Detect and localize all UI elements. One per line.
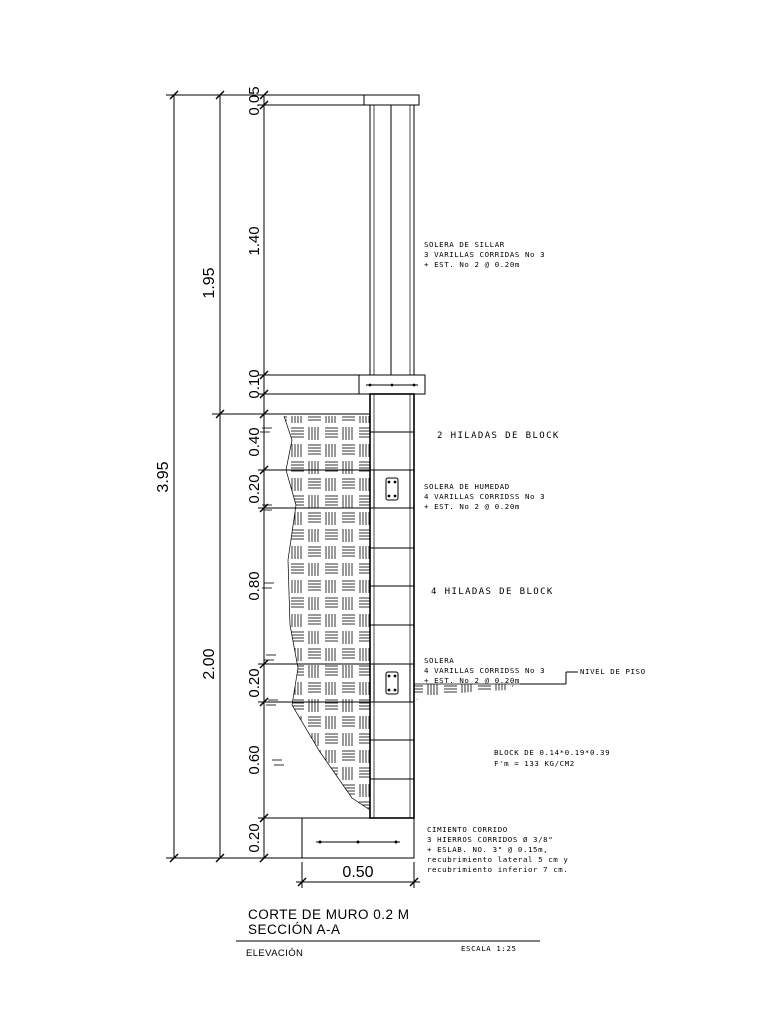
scale-label: ESCALA 1:25 <box>461 944 517 953</box>
note-solera-sillar: SOLERA DE SILLAR 3 VARILLAS CORRIDAS No … <box>424 240 545 269</box>
note-cimiento: CIMIENTO CORRIDO 3 HIERROS CORRIDOS Ø 3/… <box>427 825 568 874</box>
dim-seg-2: 1.40 <box>246 226 263 255</box>
svg-text:4 VARILLAS CORRIDSS No 3: 4 VARILLAS CORRIDSS No 3 <box>424 666 545 675</box>
dimension-lines <box>166 94 420 888</box>
view-label: ELEVACIÓN <box>246 948 303 959</box>
dimension-ticks <box>169 90 419 887</box>
dim-seg-1: 0.05 <box>246 86 263 115</box>
svg-text:+ EST. No 2 @ 0.20m: + EST. No 2 @ 0.20m <box>424 502 520 511</box>
title-line-1: CORTE DE MURO 0.2 M <box>248 907 410 922</box>
svg-text:SOLERA DE SILLAR: SOLERA DE SILLAR <box>424 240 505 249</box>
dim-lower: 2.00 <box>201 648 218 679</box>
sill-beam <box>358 374 426 395</box>
title-line-2: SECCIÓN A-A <box>248 922 341 937</box>
dim-seg-6: 0.80 <box>246 571 263 600</box>
note-hiladas-2: 2 HILADAS DE BLOCK <box>437 431 560 441</box>
footing <box>301 817 415 859</box>
svg-text:F'm = 133 KG/CM2: F'm = 133 KG/CM2 <box>494 759 575 768</box>
dim-seg-7: 0.20 <box>246 668 263 697</box>
svg-text:3 HIERROS CORRIDOS Ø 3/8": 3 HIERROS CORRIDOS Ø 3/8" <box>427 835 553 844</box>
svg-text:3 VARILLAS CORRIDAS No 3: 3 VARILLAS CORRIDAS No 3 <box>424 250 545 259</box>
soil-hatch <box>260 415 371 811</box>
dim-total: 3.95 <box>155 461 172 492</box>
svg-text:SOLERA: SOLERA <box>424 656 454 665</box>
note-nivel-piso: NIVEL DE PISO <box>580 667 646 676</box>
svg-text:+ EST. No 2 @ 0.20m: + EST. No 2 @ 0.20m <box>424 676 520 685</box>
svg-text:+ EST. No 2 @ 0.20m: + EST. No 2 @ 0.20m <box>424 260 520 269</box>
note-hiladas-4: 4 HILADAS DE BLOCK <box>431 587 554 597</box>
floor-beam <box>373 663 411 703</box>
svg-text:4 VARILLAS CORRIDSS No 3: 4 VARILLAS CORRIDSS No 3 <box>424 492 545 501</box>
moisture-beam <box>373 469 411 509</box>
svg-text:recubrimiento lateral 5 cm y: recubrimiento lateral 5 cm y <box>427 855 568 864</box>
title-block: CORTE DE MURO 0.2 M SECCIÓN A-A ELEVACIÓ… <box>236 907 540 959</box>
svg-text:BLOCK DE 0.14*0.19*0.39: BLOCK DE 0.14*0.19*0.39 <box>494 748 610 757</box>
floor-fill <box>414 683 520 700</box>
dim-seg-5: 0.20 <box>246 474 263 503</box>
dimension-texts: 3.95 1.95 2.00 0.05 1.40 0.10 0.40 0.20 … <box>155 86 374 881</box>
dim-seg-3: 0.10 <box>246 369 263 398</box>
svg-text:SOLERA DE HUMEDAD: SOLERA DE HUMEDAD <box>424 482 510 491</box>
top-cap <box>363 94 420 106</box>
note-solera-humedad: SOLERA DE HUMEDAD 4 VARILLAS CORRIDSS No… <box>424 482 545 511</box>
note-solera: SOLERA 4 VARILLAS CORRIDSS No 3 + EST. N… <box>424 656 545 685</box>
upper-column <box>369 104 415 376</box>
dim-upper: 1.95 <box>201 267 218 298</box>
block-wall <box>369 393 415 819</box>
dim-seg-4: 0.40 <box>246 427 263 456</box>
floor-level-leader: NIVEL DE PISO <box>520 667 646 685</box>
svg-text:+ ESLAB. NO. 3" @ 0.15m,: + ESLAB. NO. 3" @ 0.15m, <box>427 845 548 854</box>
dim-seg-8: 0.60 <box>246 745 263 774</box>
dim-seg-9: 0.20 <box>246 823 263 852</box>
note-block: BLOCK DE 0.14*0.19*0.39 F'm = 133 KG/CM2 <box>494 748 610 768</box>
svg-text:recubrimiento inferior 7 cm.: recubrimiento inferior 7 cm. <box>427 865 568 874</box>
dim-footing-width: 0.50 <box>342 864 373 881</box>
svg-text:CIMIENTO CORRIDO: CIMIENTO CORRIDO <box>427 825 508 834</box>
